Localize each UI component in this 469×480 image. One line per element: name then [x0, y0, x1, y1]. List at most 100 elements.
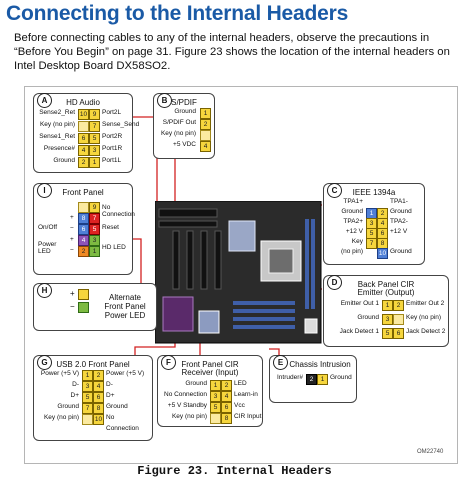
- pin-g-a: 7: [82, 403, 93, 414]
- pin-a-b: 3: [89, 145, 100, 156]
- pin-b: 2: [200, 119, 211, 130]
- pin-e-a: 2: [306, 374, 317, 385]
- pin-i-a: 8: [78, 213, 89, 224]
- pin-i-b: 5: [89, 224, 100, 235]
- label-power: Power: [38, 241, 57, 248]
- panel-g-row-left: D-: [72, 381, 79, 388]
- pin-i-a: 6: [78, 224, 89, 235]
- panel-c-row-left: TPA2+: [343, 218, 363, 225]
- panel-b-row-left: +5 VDC: [173, 141, 196, 148]
- pin-f-a: 3: [210, 391, 221, 402]
- panel-g-row-right: D+: [106, 392, 115, 399]
- pin-b: [200, 130, 211, 141]
- panel-a-row-right: Port2L: [102, 109, 122, 116]
- pin-a-b: 7: [89, 121, 100, 132]
- tag-b: B: [157, 93, 172, 108]
- tag-a: A: [37, 93, 52, 108]
- pin-i-sign: −: [70, 247, 74, 254]
- panel-d-title: Back Panel CIR: [357, 280, 415, 289]
- panel-a-row-right: Port1R: [102, 145, 123, 152]
- panel-c-row-left: Key: [351, 238, 363, 245]
- pin-a-b: 9: [89, 109, 100, 120]
- pin-d-b: 6: [393, 328, 404, 339]
- panel-h-title3: Power LED: [104, 311, 146, 320]
- panel-a-row-left: Presence#: [43, 145, 75, 152]
- pin-f-b: 4: [221, 391, 232, 402]
- pin-g-b: 6: [93, 392, 104, 403]
- panel-e-row-right: Ground: [330, 374, 352, 381]
- pin-f-a: 5: [210, 402, 221, 413]
- panel-h-title2: Front Panel: [104, 302, 146, 311]
- panel-a-row-right: Port1L: [102, 157, 122, 164]
- tag-e: E: [273, 355, 288, 370]
- panel-b-row-left: Key (no pin): [160, 130, 196, 137]
- panel-c-title: IEEE 1394a: [352, 188, 396, 197]
- panel-g-row-left: D+: [70, 392, 80, 399]
- label-onoff: On/Off: [38, 224, 58, 231]
- panel-f-row-left: Ground: [185, 380, 207, 387]
- pin-i-b: 9: [89, 202, 100, 213]
- pin-a-a: [78, 121, 89, 132]
- pin-b: 1: [200, 108, 211, 119]
- pin-i-sign: +: [70, 236, 74, 243]
- tag-i: I: [37, 183, 52, 198]
- pin-c-a: 7: [366, 238, 377, 249]
- panel-f-row-left: Key (no pin): [171, 413, 207, 420]
- panel-back-panel-cir: D Back Panel CIR Emitter (Output) Emitte…: [323, 275, 449, 347]
- panel-i-title: Front Panel: [62, 188, 104, 197]
- panel-d-row-left: Jack Detect 1: [339, 328, 379, 335]
- pin-a-a: 10: [78, 109, 89, 120]
- pin-f-a: 1: [210, 380, 221, 391]
- panel-a-row-right: Sense_Send: [102, 121, 140, 128]
- pin-a-a: 4: [78, 145, 89, 156]
- pin-f-b: 8: [221, 413, 232, 424]
- panel-b-title: S/PDIF: [171, 98, 197, 107]
- intro-paragraph: Before connecting cables to any of the i…: [14, 32, 450, 72]
- pin-e-b: 1: [317, 374, 328, 385]
- doc-id: OM22740: [417, 449, 444, 455]
- label-reset: Reset: [102, 224, 119, 231]
- panel-c-row-left: +12 V: [345, 228, 363, 235]
- pin-d-a: 3: [382, 314, 393, 325]
- tag-c: C: [327, 183, 342, 198]
- figure-caption: Figure 23. Internal Headers: [137, 464, 332, 478]
- panel-c-row-right: TPA2-: [390, 218, 408, 225]
- panel-c-row-left: TPA1+: [343, 198, 363, 205]
- panel-d-row-right: Emitter Out 2: [406, 300, 445, 307]
- panel-g-row-right: Ground: [106, 403, 128, 410]
- tag-g: G: [37, 355, 52, 370]
- panel-a-title: HD Audio: [66, 98, 100, 107]
- panel-a-row-right: Port2R: [102, 133, 123, 140]
- pin-g-a: 1: [82, 370, 93, 381]
- tag-h: H: [37, 283, 52, 298]
- panel-a-row-left: Ground: [53, 157, 75, 164]
- panel-g-title: USB 2.0 Front Panel: [56, 360, 130, 369]
- panel-g-row-right: D-: [106, 381, 113, 388]
- panel-b-row-left: Ground: [174, 108, 196, 115]
- pin-g-b: 10: [93, 414, 104, 425]
- pin-d-a: 5: [382, 328, 393, 339]
- panel-c-row-right: Ground: [390, 248, 412, 255]
- panel-c-row-right: +12 V: [390, 228, 408, 235]
- panel-g-row-right: No: [106, 414, 115, 421]
- pin-c-b: 10: [377, 248, 388, 259]
- pin-a-a: 2: [78, 157, 89, 168]
- panel-alt-power-led: H + − Alternate Front Panel Power LED: [33, 283, 157, 331]
- panel-d-row-right: Key (no pin): [406, 314, 442, 321]
- pin-g-a: 5: [82, 392, 93, 403]
- panel-d-row-left: Ground: [357, 314, 379, 321]
- panel-f-row-right: CIR Input: [234, 413, 262, 420]
- tag-d: D: [327, 275, 342, 290]
- pin-g-a: [82, 414, 93, 425]
- panel-d-subtitle: Emitter (Output): [357, 288, 415, 297]
- pin-i-sign: −: [70, 225, 74, 232]
- panel-a-row-left: Sense1_Ret: [39, 133, 75, 140]
- pin-g-b: 2: [93, 370, 104, 381]
- pin-h-1: [78, 289, 89, 300]
- pin-i-b: 7: [89, 213, 100, 224]
- panel-front-panel-cir: F Front Panel CIR Receiver (Input) Groun…: [157, 355, 263, 427]
- pin-i-a: 2: [78, 246, 89, 257]
- label-hd-led: HD LED: [102, 244, 126, 251]
